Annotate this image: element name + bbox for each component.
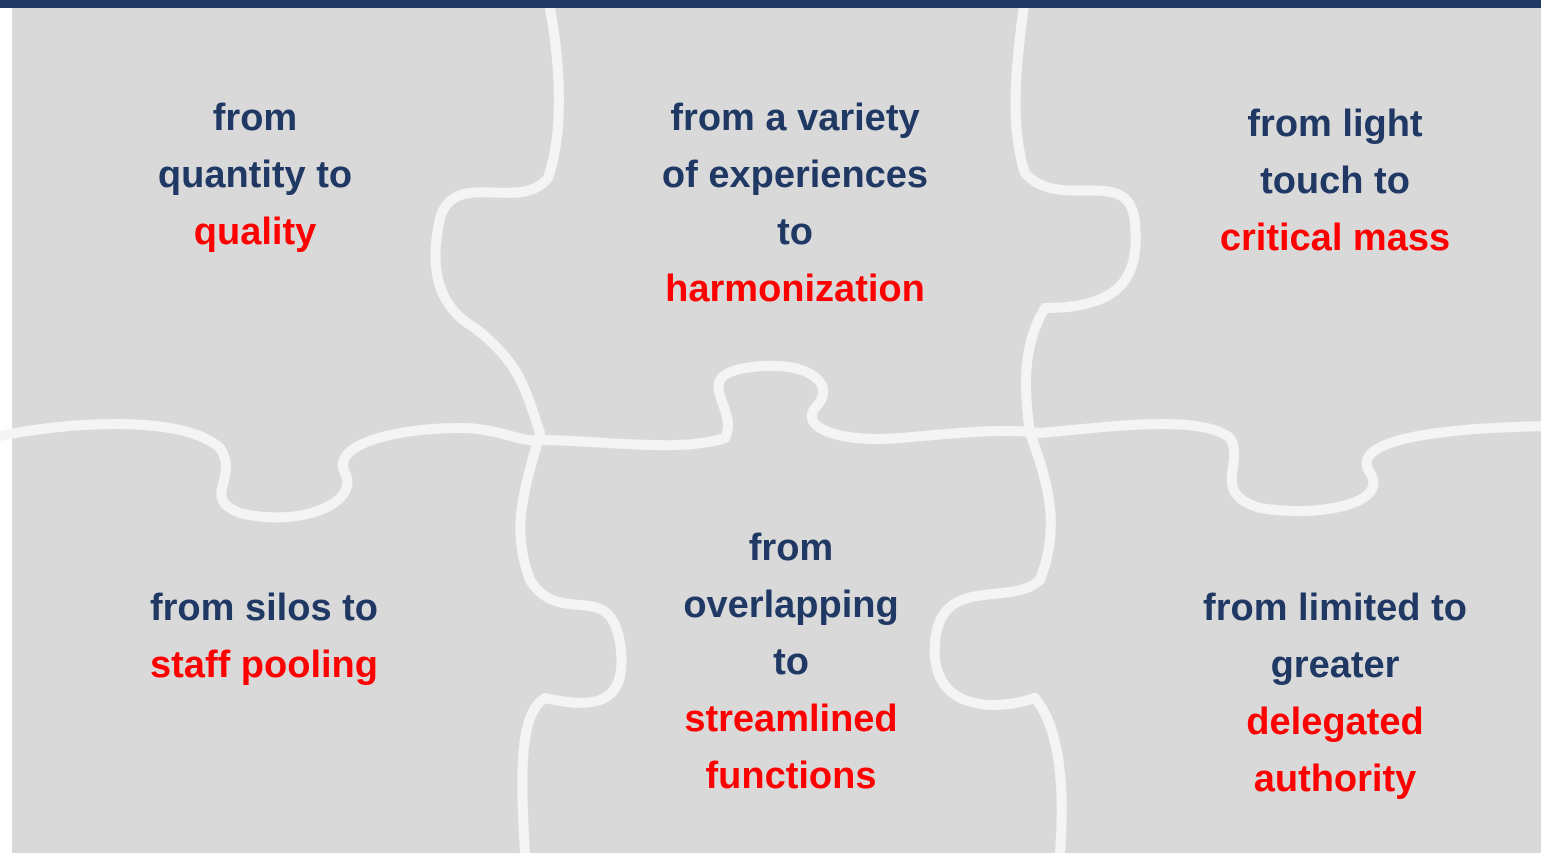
piece-highlight: functions	[705, 755, 877, 797]
piece-line: from	[212, 97, 298, 139]
piece-highlight: staff pooling	[150, 644, 378, 686]
puzzle-seam-left	[430, 8, 627, 853]
puzzle-background	[0, 8, 1541, 853]
piece-light-touch-to-critical-mass: from light touch to critical mass	[1160, 96, 1510, 267]
piece-highlight: harmonization	[665, 268, 925, 310]
piece-highlight: delegated	[1246, 701, 1424, 743]
piece-line: overlapping	[683, 584, 899, 626]
piece-line: touch to	[1260, 160, 1410, 202]
piece-line: quantity to	[157, 154, 353, 196]
piece-line: from a variety	[670, 97, 920, 139]
piece-line: from	[748, 527, 834, 569]
piece-line: from silos to	[149, 587, 379, 629]
piece-line: greater	[1270, 644, 1400, 686]
piece-highlight: critical mass	[1219, 217, 1451, 259]
piece-line: to	[777, 211, 813, 253]
piece-quantity-to-quality: from quantity to quality	[105, 90, 405, 261]
puzzle-seam-horizontal	[0, 360, 1541, 523]
piece-limited-to-delegated-authority: from limited to greater delegated author…	[1150, 580, 1520, 808]
piece-silos-to-staff-pooling: from silos to staff pooling	[99, 580, 429, 694]
piece-line: from light	[1247, 103, 1423, 145]
board-surface	[0, 8, 1541, 853]
piece-highlight: authority	[1253, 758, 1417, 800]
piece-line: of experiences	[661, 154, 929, 196]
piece-variety-to-harmonization: from a variety of experiences to harmoni…	[595, 90, 995, 318]
piece-highlight: quality	[193, 211, 317, 253]
top-bar	[0, 0, 1541, 8]
piece-line: from limited to	[1203, 587, 1467, 629]
piece-overlapping-to-streamlined: from overlapping to streamlined function…	[636, 520, 946, 805]
piece-highlight: streamlined	[684, 698, 898, 740]
piece-line: to	[773, 641, 809, 683]
puzzle-board	[0, 8, 1541, 853]
